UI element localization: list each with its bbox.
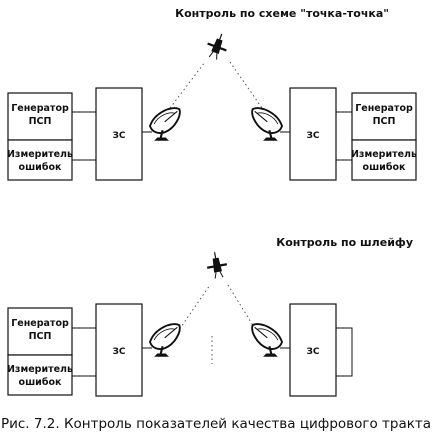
meter-label-left: Измеритель [7,364,73,375]
meter-label-left: Измеритель [7,149,73,160]
earth-station-label-left: ЗС [113,347,126,357]
satellite-icon [202,29,233,63]
scheme-loopback: Контроль по шлейфу Генератор ПСП Измерит… [7,236,413,397]
meter-sublabel-left: ошибок [19,162,62,173]
loopback-wire [336,327,353,377]
earth-station-left [95,87,143,181]
generator-label-left: Генератор [11,103,69,114]
radio-link-right [229,61,263,109]
earth-station-right [289,87,337,181]
scheme-point-to-point: Контроль по схеме "точка-точка" Генерато… [7,7,417,181]
earth-station-left [95,303,143,397]
meter-box-right [351,139,417,181]
radio-link-left [169,61,206,109]
earth-station-label-left: ЗС [113,131,126,141]
heading-point-to-point: Контроль по схеме "точка-точка" [175,7,389,20]
earth-station-label-right: ЗС [307,347,320,357]
satellite-dish-icon [251,323,284,358]
heading-loopback: Контроль по шлейфу [276,236,413,249]
meter-sublabel-right: ошибок [363,162,406,173]
earth-station-right [289,303,337,397]
generator-label-right: Генератор [355,103,413,114]
meter-label-right: Измеритель [351,149,417,160]
satellite-dish-icon [148,107,181,142]
generator-sublabel-left: ПСП [29,331,52,342]
satellite-icon [203,249,231,281]
figure-caption: Рис. 7.2. Контроль показателей качества … [1,416,431,432]
wires-right [336,111,352,161]
meter-box-left [7,139,73,181]
wires-left [72,111,96,161]
generator-box-left [7,92,73,141]
earth-station-label-right: ЗС [307,131,320,141]
generator-sublabel-left: ПСП [29,116,52,127]
satellite-dish-icon [148,323,181,358]
generator-box-right [351,92,417,141]
wires-left [72,327,96,377]
meter-box-left [7,354,73,396]
meter-sublabel-left: ошибок [19,377,62,388]
satellite-dish-icon [251,107,284,142]
generator-sublabel-right: ПСП [373,116,396,127]
generator-label-left: Генератор [11,318,69,329]
radio-link-right [227,284,263,341]
